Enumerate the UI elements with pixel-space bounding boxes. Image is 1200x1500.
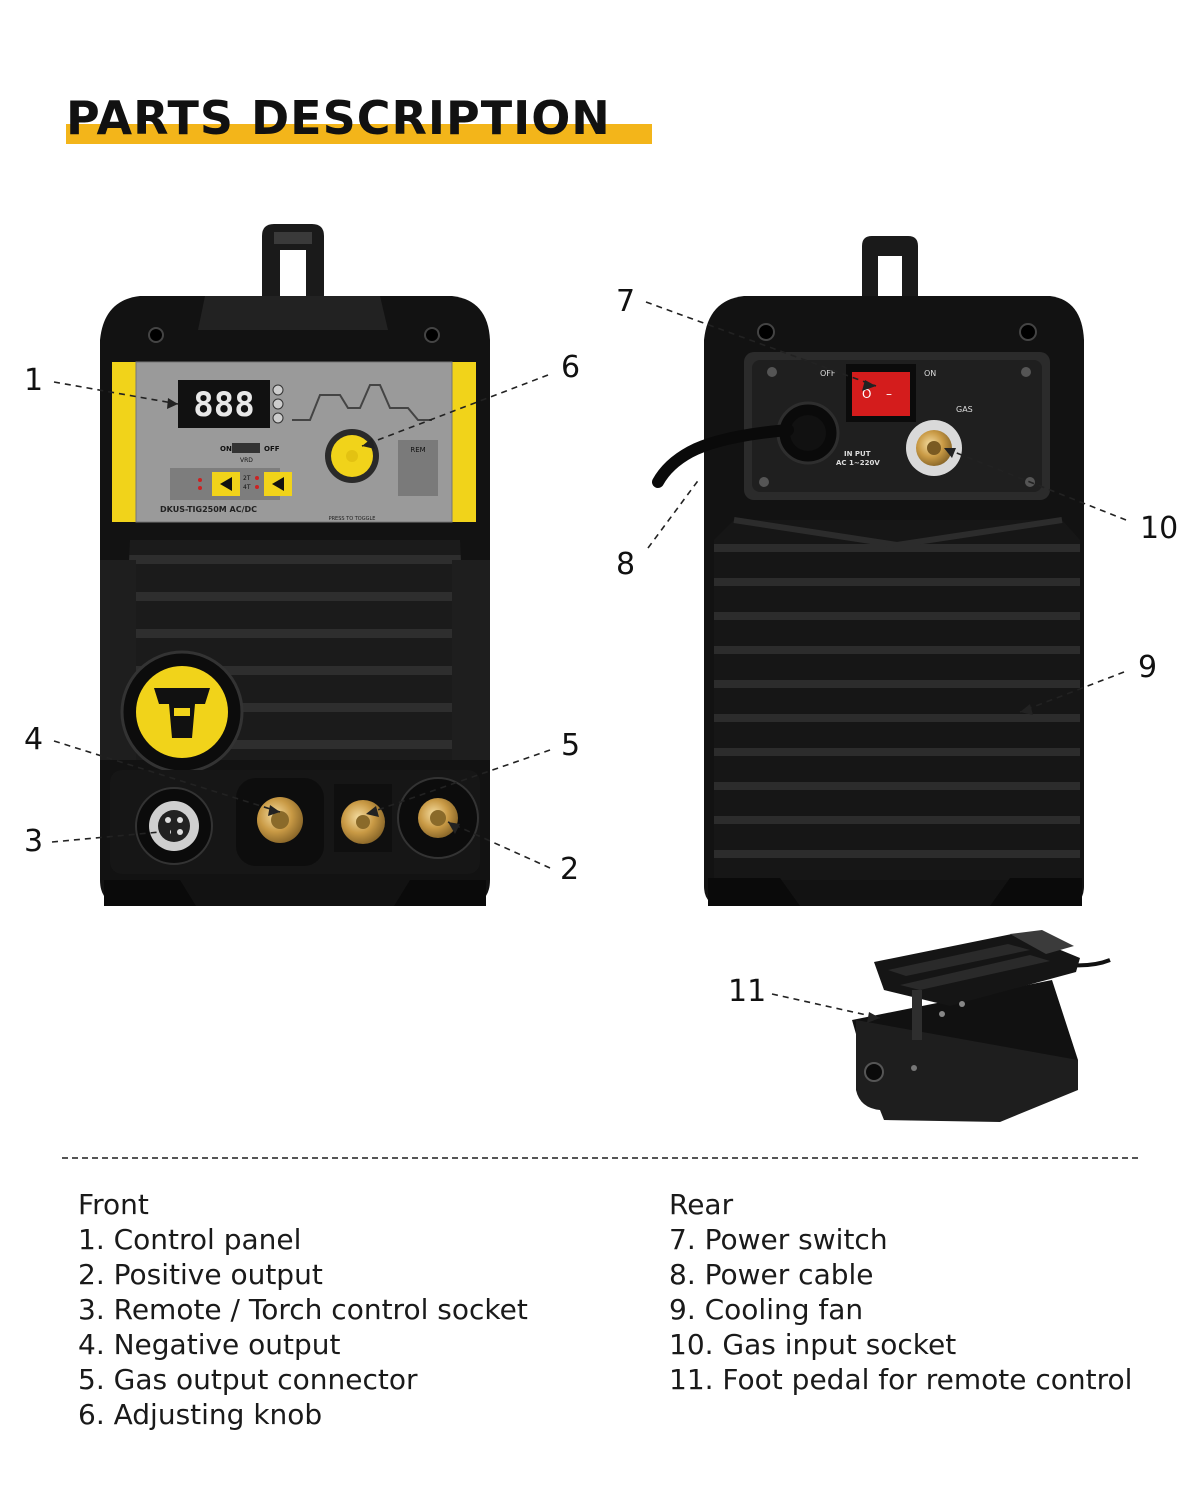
callout-6: 6 xyxy=(561,350,581,385)
welder-figure: 888 ON OFF VRD 2T 4T REM DKUS-TIG250M AC… xyxy=(51,224,1127,1122)
callout-lines xyxy=(51,301,1127,1019)
callout-9: 9 xyxy=(1138,650,1158,685)
list-item: 7. Power switch xyxy=(669,1223,888,1256)
panel-2t-label: 2T xyxy=(243,475,251,482)
rear-welder: O – OFF ON GAS IN PUT AC 1~220V xyxy=(652,236,1084,906)
foot-pedal xyxy=(852,930,1111,1122)
front-parts-list: Front 1. Control panel 2. Positive outpu… xyxy=(78,1187,528,1432)
switch-on-label: ON xyxy=(924,369,936,378)
panel-4t-label: 4T xyxy=(243,484,251,491)
title-block: PARTS DESCRIPTION xyxy=(66,88,652,148)
switch-off-label: OFF xyxy=(820,369,836,378)
list-item: 6. Adjusting knob xyxy=(78,1398,323,1431)
callout-3: 3 xyxy=(24,824,44,859)
panel-off-label: OFF xyxy=(264,445,280,453)
panel-on-label: ON xyxy=(220,445,232,453)
callout-8: 8 xyxy=(616,547,636,582)
gas-label: GAS xyxy=(956,405,973,414)
list-item: 9. Cooling fan xyxy=(669,1293,864,1326)
callout-11: 11 xyxy=(728,974,767,1009)
svg-text:–: – xyxy=(886,387,892,401)
callout-7: 7 xyxy=(616,284,636,319)
callout-arrowheads xyxy=(160,380,1033,1023)
list-item: 10. Gas input socket xyxy=(669,1328,957,1361)
model-label: DKUS-TIG250M AC/DC xyxy=(160,505,257,514)
rear-parts-list: Rear 7. Power switch 8. Power cable 9. C… xyxy=(669,1187,1132,1397)
page-title: PARTS DESCRIPTION xyxy=(66,91,611,145)
callout-5: 5 xyxy=(561,728,581,763)
list-item: 1. Control panel xyxy=(78,1223,302,1256)
svg-text:O: O xyxy=(862,387,871,401)
press-toggle-label: PRESS TO TOGGLE xyxy=(329,516,376,522)
rear-heading: Rear xyxy=(669,1188,734,1221)
front-welder: 888 ON OFF VRD 2T 4T REM DKUS-TIG250M AC… xyxy=(100,224,490,906)
list-item: 8. Power cable xyxy=(669,1258,874,1291)
list-item: 3. Remote / Torch control socket xyxy=(78,1293,528,1326)
input-label-1: IN PUT xyxy=(844,450,871,458)
input-label-2: AC 1~220V xyxy=(836,459,880,467)
callout-1: 1 xyxy=(24,363,44,398)
list-item: 5. Gas output connector xyxy=(78,1363,418,1396)
panel-vrd-label: VRD xyxy=(240,457,253,464)
callout-10: 10 xyxy=(1140,511,1179,546)
list-item: 4. Negative output xyxy=(78,1328,341,1361)
section-divider xyxy=(62,1157,1138,1159)
panel-rem-label: REM xyxy=(410,446,425,454)
front-heading: Front xyxy=(78,1188,149,1221)
list-item: 11. Foot pedal for remote control xyxy=(669,1363,1133,1396)
display-readout: 888 xyxy=(193,385,254,425)
callout-4: 4 xyxy=(24,722,44,757)
callout-2: 2 xyxy=(560,852,580,887)
title-underline xyxy=(66,124,652,144)
list-item: 2. Positive output xyxy=(78,1258,323,1291)
